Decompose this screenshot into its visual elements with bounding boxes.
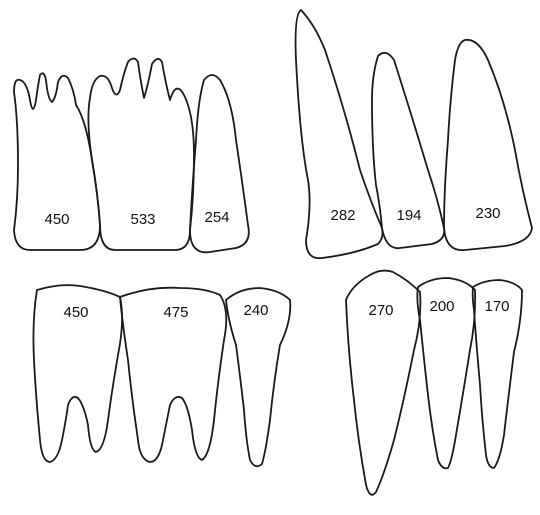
lower-second-molar-value: 475: [163, 304, 188, 321]
upper-lateral-incisor-value: 194: [396, 207, 421, 224]
lower-central-incisor-value: 170: [484, 298, 509, 315]
upper-molars-group: 450 533 254: [14, 59, 249, 253]
lower-molars-group: 450 475 240: [33, 285, 290, 466]
lower-anteriors-group: 270 200 170: [346, 271, 522, 495]
lower-first-molar-value: 450: [63, 304, 88, 321]
upper-first-molar-value: 450: [44, 211, 69, 228]
upper-anteriors-group: 282 194 230: [296, 10, 532, 258]
lower-lateral-incisor-value: 200: [429, 298, 454, 315]
lower-premolar-value: 240: [243, 302, 268, 319]
upper-canine-value: 282: [330, 207, 355, 224]
upper-premolar-value: 254: [204, 209, 229, 226]
lower-canine-value: 270: [368, 302, 393, 319]
upper-central-incisor-value: 230: [475, 205, 500, 222]
upper-second-molar-value: 533: [130, 211, 155, 228]
